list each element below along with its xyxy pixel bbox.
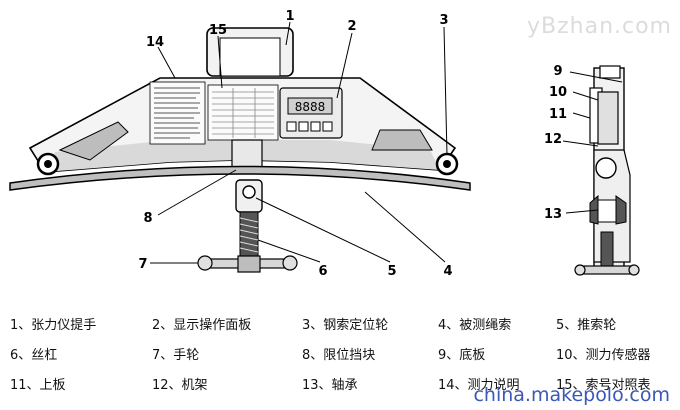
callout-5: 5 bbox=[387, 264, 396, 279]
side-view-wheel bbox=[595, 157, 617, 179]
lead-screw-thread bbox=[239, 217, 259, 253]
callout-11: 11 bbox=[549, 107, 567, 122]
handwheel-right-knob bbox=[282, 255, 298, 271]
watermark-bottom: china.makepolo.com bbox=[473, 384, 670, 406]
lcd-screen bbox=[287, 97, 333, 115]
legend-item: 6、丝杠 bbox=[10, 348, 58, 363]
panel-buttons bbox=[286, 121, 333, 132]
side-view-top-cap bbox=[599, 65, 621, 79]
legend-item: 10、测力传感器 bbox=[556, 348, 651, 363]
callout-15: 15 bbox=[209, 23, 227, 38]
side-view-sensor bbox=[597, 91, 619, 145]
cable-table-grid bbox=[212, 88, 274, 138]
instruction-text-lines bbox=[154, 87, 200, 139]
callout-6: 6 bbox=[318, 264, 327, 279]
legend-item: 11、上板 bbox=[10, 378, 66, 393]
legend-item: 5、推索轮 bbox=[556, 318, 617, 333]
legend-item: 13、轴承 bbox=[302, 378, 358, 393]
legend-item: 8、限位挡块 bbox=[302, 348, 376, 363]
measured-cable bbox=[9, 165, 471, 191]
legend-item: 15、索号对照表 bbox=[556, 378, 651, 393]
handwheel-hub bbox=[237, 255, 261, 273]
callout-13: 13 bbox=[544, 207, 562, 222]
right-wheel-hub bbox=[443, 160, 451, 168]
callout-8: 8 bbox=[143, 211, 152, 226]
side-view-knob-left bbox=[574, 264, 586, 276]
callout-4: 4 bbox=[443, 264, 452, 279]
legend-item: 12、机架 bbox=[152, 378, 208, 393]
callout-12: 12 bbox=[544, 132, 562, 147]
callout-10: 10 bbox=[549, 85, 567, 100]
tension-meter-drawing: 8888 bbox=[9, 9, 640, 279]
handle-opening bbox=[219, 37, 281, 77]
callout-1: 1 bbox=[285, 9, 294, 24]
left-window bbox=[58, 121, 129, 161]
legend-item: 2、显示操作面板 bbox=[152, 318, 252, 333]
callout-2: 2 bbox=[347, 19, 356, 34]
legend-item: 14、测力说明 bbox=[438, 378, 520, 393]
callout-14: 14 bbox=[146, 35, 164, 50]
legend-item: 9、底板 bbox=[438, 348, 486, 363]
legend-item: 3、钢索定位轮 bbox=[302, 318, 389, 333]
handwheel-left-knob bbox=[197, 255, 213, 271]
callout-9: 9 bbox=[553, 64, 562, 79]
callout-3: 3 bbox=[439, 13, 448, 28]
cable-table bbox=[207, 84, 279, 141]
legend-item: 1、张力仪提手 bbox=[10, 318, 97, 333]
parts-legend: 1、张力仪提手 2、显示操作面板 3、钢索定位轮 4、被测绳索 5、推索轮 6、… bbox=[0, 300, 680, 400]
push-wheel bbox=[242, 185, 256, 199]
leader-lines bbox=[150, 21, 623, 264]
side-view-knob-right bbox=[628, 264, 640, 276]
legend-item: 7、手轮 bbox=[152, 348, 200, 363]
side-view-handwheel bbox=[579, 265, 635, 275]
legend-item: 4、被测绳索 bbox=[438, 318, 512, 333]
watermark-top: yBzhan.com bbox=[526, 14, 672, 39]
right-window bbox=[371, 129, 433, 151]
callout-7: 7 bbox=[138, 257, 147, 272]
side-view-bearing-center bbox=[597, 199, 617, 223]
lcd-reading: 8888 bbox=[295, 100, 326, 114]
side-view-screw bbox=[600, 231, 614, 269]
left-wheel-hub bbox=[44, 160, 52, 168]
